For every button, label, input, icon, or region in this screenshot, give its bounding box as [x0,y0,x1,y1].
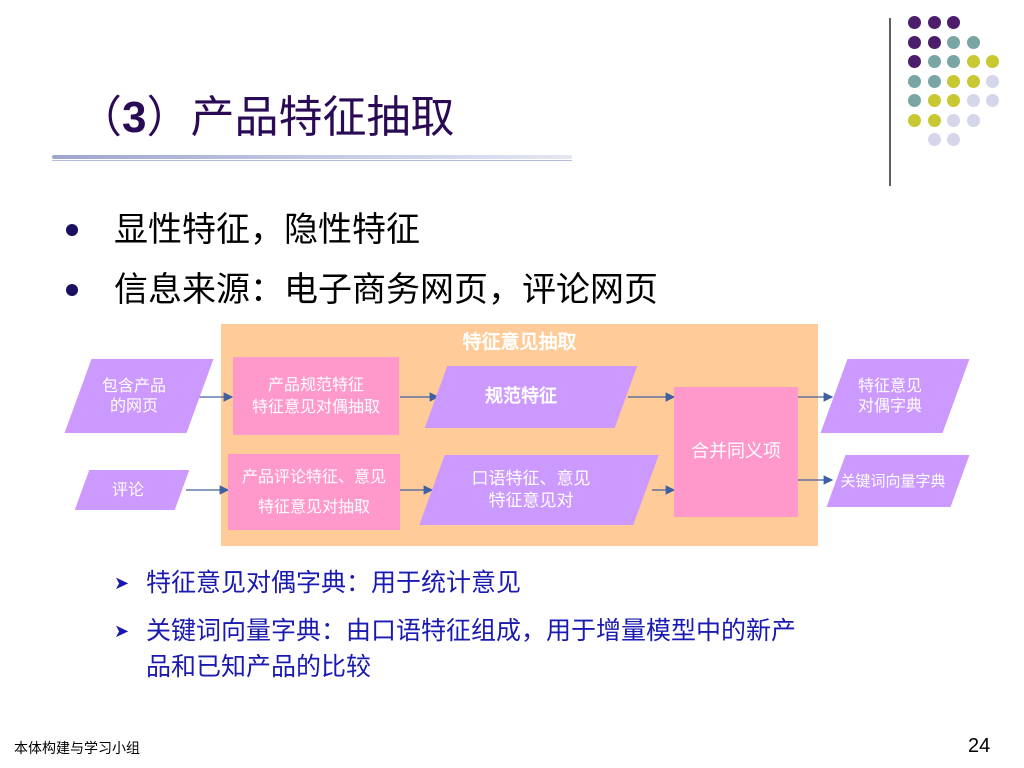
decorative-dot [947,55,960,68]
decorative-dot [947,133,960,146]
decorative-dot [908,74,921,88]
bullet-dot-icon [66,284,78,296]
panel-title: 特征意见抽取 [462,331,577,353]
bullet-text: 信息来源：电子商务网页，评论网页 [114,270,658,310]
decorative-dot [908,55,921,68]
output-keyword-dict-label: 关键词向量字典 [840,472,946,490]
bullet-text: 显性特征，隐性特征 [114,210,420,250]
decorative-dot [927,55,941,68]
process-spec-box: 产品规范特征特征意见对偶抽取 [233,357,399,435]
slide-title: （3）产品特征抽取 [78,88,454,148]
input-webpage-label: 包含产品的网页 [101,376,166,415]
sub-bullet-text: 特征意见对偶字典：用于统计意见 [146,568,522,597]
page-number: 24 [968,735,991,757]
decorative-dot [908,16,921,29]
decorative-dot [927,74,941,88]
sub-bullet-text: 品和已知产品的比较 [146,652,372,681]
decorative-dot [947,113,960,127]
title-underline [52,155,572,159]
decorative-dot [908,94,921,107]
decorative-dot [966,35,980,49]
footer-group-name: 本体构建与学习小组 [14,741,140,757]
vertical-divider [889,18,891,186]
decorative-dot [927,16,941,29]
decorative-dot [986,55,999,68]
decorative-dot [947,16,960,29]
title-prefix: （ [78,92,122,143]
output-pair-dict-label: 特征意见对偶字典 [857,376,922,415]
decorative-dot [966,94,980,107]
merge-synonyms-box: 合并同义项 [674,387,798,517]
decorative-dot [947,74,960,88]
decorative-dot [986,94,999,107]
decorative-dot [966,55,980,68]
mid-colloquial-label: 口语特征、意见特征意见对 [471,469,591,511]
title-number: 3 [122,93,147,142]
decorative-dot [986,74,999,88]
decorative-dot [947,94,960,107]
decorative-dot [947,35,960,49]
bullet-dot-icon [66,224,78,236]
process-review-box: 产品评论特征、意见特征意见对抽取 [228,454,400,530]
decorative-dot [908,113,921,127]
decorative-dot [966,74,980,88]
title-text: ）产品特征抽取 [146,92,455,143]
chevron-right-icon: ➤ [114,621,130,642]
decorative-dot [927,113,941,127]
chevron-right-icon: ➤ [114,573,130,594]
mid-spec-label: 规范特征 [485,386,557,407]
decorative-dot [908,35,921,49]
decorative-dot [927,94,941,107]
title-underline-shadow [52,160,572,161]
decorative-dot [927,35,941,49]
decorative-dot [927,133,941,146]
sub-bullet-text: 关键词向量字典：由口语特征组成，用于增量模型中的新产 [146,616,797,645]
input-reviews-label: 评论 [111,480,144,499]
decorative-dot [966,113,980,127]
